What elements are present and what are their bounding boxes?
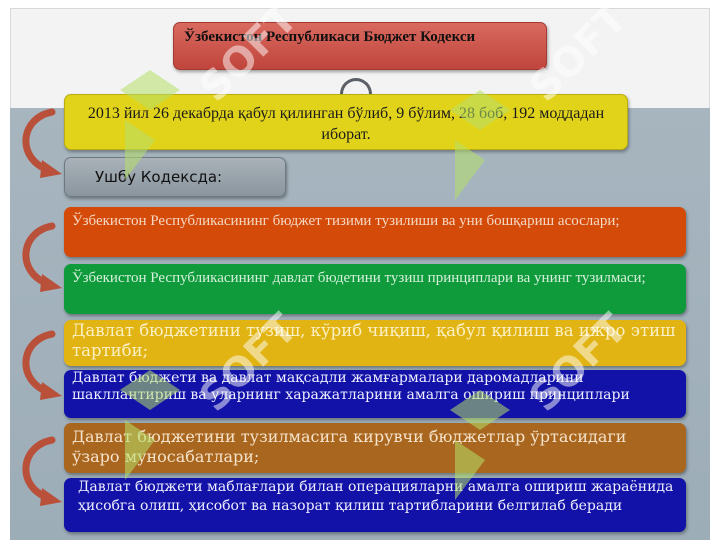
subheading: Ушбу Кодексда:: [64, 157, 286, 197]
list-item-budget-principles: Ўзбекистон Республикасининг давлат бюдет…: [64, 264, 686, 314]
list-item-budget-relations: Давлат бюджетини тузилмасига кирувчи бюд…: [64, 423, 686, 473]
curved-arrow-icon: [22, 436, 62, 506]
list-item-budget-procedure: Давлат бюджетини тузиш, кўриб чиқиш, қаб…: [64, 320, 686, 366]
list-item-accounting-control: Давлат бюджети маблағлари билан операция…: [64, 478, 686, 532]
curved-arrow-icon: [22, 108, 62, 178]
intro-text: 2013 йил 26 декабрда қабул қилинган бўли…: [64, 94, 628, 150]
list-item-budget-system: Ўзбекистон Республикасининг бюджет тизим…: [64, 207, 686, 257]
curved-arrow-icon: [22, 222, 62, 292]
slide-title: Ўзбекистон Республикаси Бюджет Кодекси: [173, 22, 547, 70]
list-item-revenue-principles: Давлат бюджети ва давлат мақсадли жамғар…: [64, 370, 686, 418]
curved-arrow-icon: [22, 330, 62, 400]
